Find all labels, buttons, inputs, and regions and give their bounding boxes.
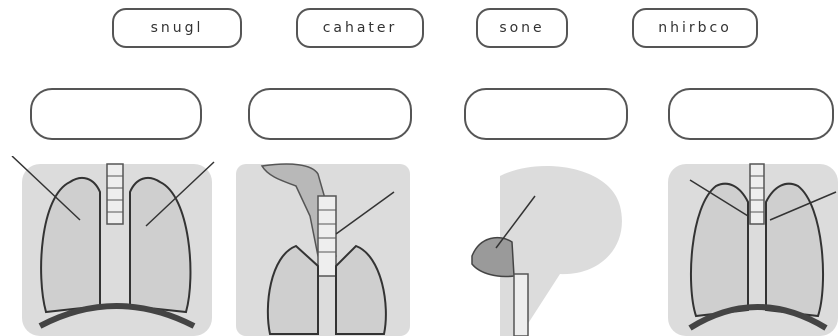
answer-box[interactable]	[464, 88, 628, 140]
answer-box[interactable]	[668, 88, 834, 140]
lungs-icon	[12, 156, 214, 336]
bronchi-icon	[668, 164, 838, 336]
illustrations	[0, 156, 840, 336]
scrambled-word-tile: cahater	[296, 8, 424, 48]
scrambled-word-tile: sone	[476, 8, 568, 48]
answer-box[interactable]	[248, 88, 412, 140]
scrambled-word-tile: nhirbco	[632, 8, 758, 48]
nose-icon	[472, 166, 622, 336]
trachea-icon	[236, 164, 410, 336]
